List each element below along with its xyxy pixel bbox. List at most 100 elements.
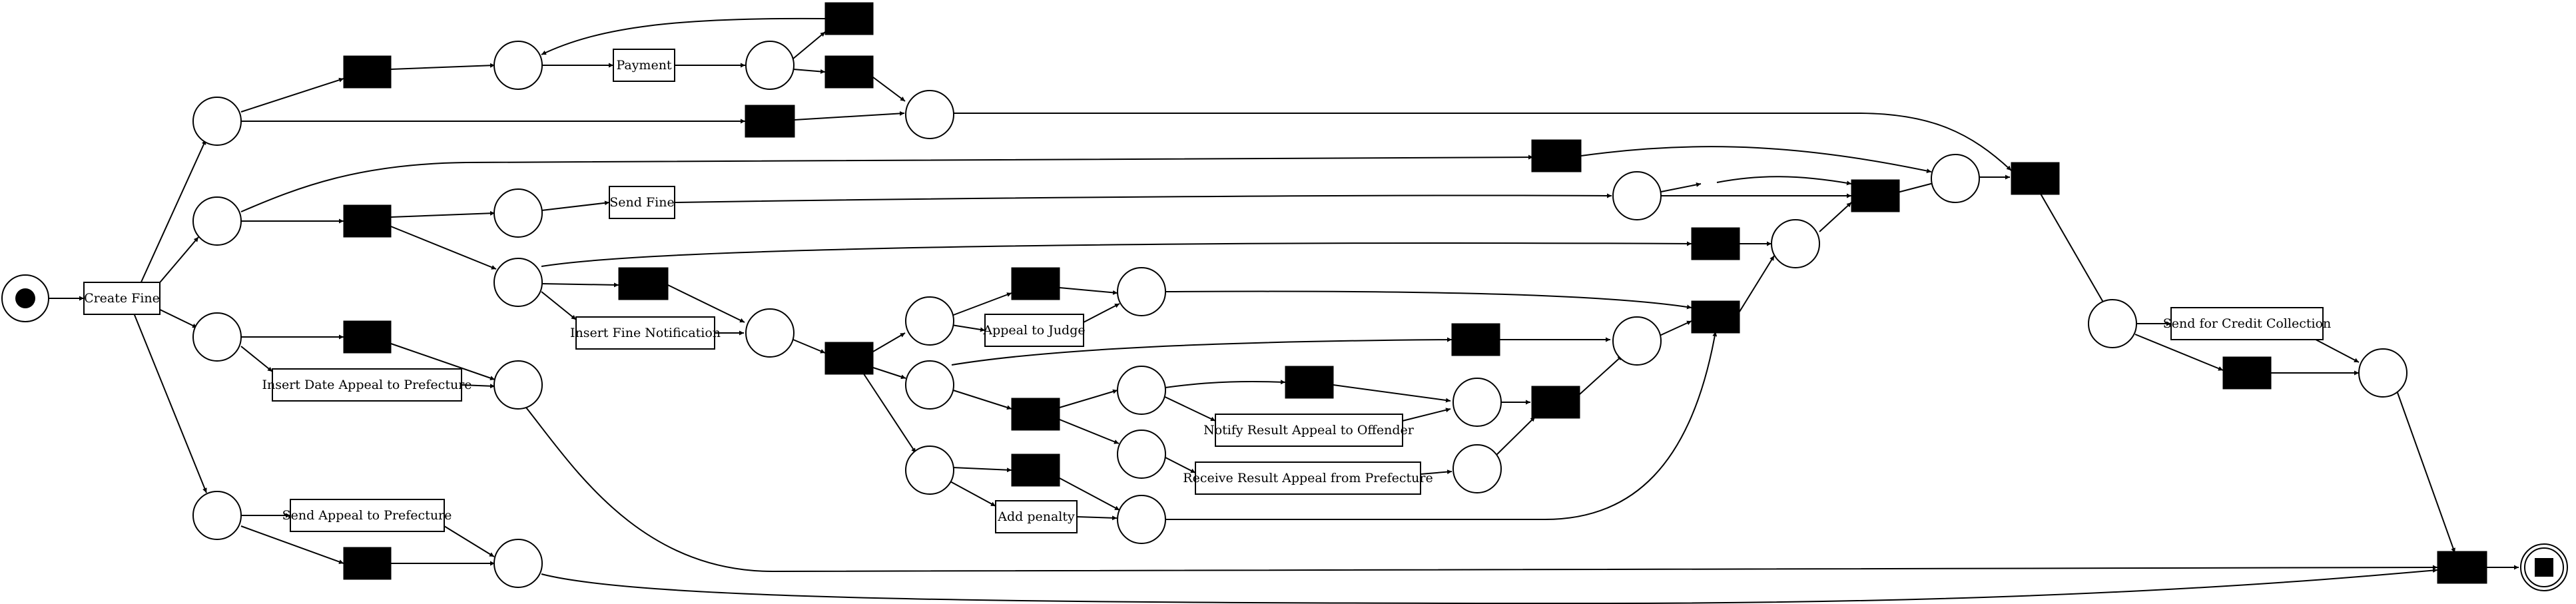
arc (951, 324, 986, 332)
arc (1739, 255, 1775, 312)
task-label: Notify Result Appeal to Offender (1203, 423, 1415, 438)
silent-transition (824, 342, 874, 375)
arc (952, 467, 1012, 473)
arc (390, 343, 495, 381)
arc (862, 372, 916, 453)
task-add-penalty[interactable]: Add penalty (995, 500, 1078, 533)
arc (1580, 146, 1932, 173)
nodes: Create Fine Payment Send Fine Insert Fin… (1, 2, 2568, 591)
task-label: Insert Fine Notification (570, 326, 721, 340)
arc (794, 111, 905, 121)
silent-transition (343, 547, 392, 580)
place (493, 188, 543, 238)
arc (1660, 182, 1702, 192)
silent-transition (1011, 267, 1060, 300)
arc (240, 525, 344, 564)
arc (1059, 419, 1120, 444)
place (493, 539, 543, 588)
arc (541, 291, 577, 320)
place (905, 90, 954, 139)
place (1117, 267, 1166, 316)
arc (872, 332, 906, 352)
arc (2037, 188, 2108, 310)
task-send-fine[interactable]: Send Fine (609, 186, 675, 219)
arc (2396, 388, 2455, 553)
place (1931, 154, 1980, 203)
task-insert-fine-notification[interactable]: Insert Fine Notification (570, 316, 721, 350)
place (905, 360, 954, 410)
arc (525, 407, 2438, 573)
arc (541, 282, 619, 288)
place (745, 308, 795, 358)
arc (1165, 380, 1286, 388)
task-label: Send Fine (609, 195, 674, 210)
arc (541, 200, 610, 211)
arc (139, 139, 206, 286)
arc (1083, 303, 1120, 323)
arc (872, 367, 906, 380)
place (192, 196, 242, 246)
arc (444, 525, 495, 557)
arc (541, 568, 2438, 604)
arc (793, 69, 826, 74)
task-create-fine[interactable]: Create Fine (83, 282, 161, 315)
place (493, 360, 543, 410)
place (1117, 366, 1166, 415)
arc (240, 346, 273, 372)
silent-transition (343, 320, 392, 354)
silent-transition (1851, 179, 1900, 212)
arc (1165, 331, 1718, 520)
task-receive-result-appeal-from-prefecture[interactable]: Receive Result Appeal from Prefecture (1183, 461, 1433, 495)
silent-transition (1691, 300, 1740, 334)
task-send-for-credit-collection[interactable]: Send for Credit Collection (2163, 307, 2331, 340)
arc (1059, 287, 1118, 295)
place (1452, 378, 1502, 427)
task-label: Payment (616, 58, 671, 73)
arc (1161, 395, 1216, 422)
task-appeal-to-judge[interactable]: Appeal to Judge (982, 314, 1086, 347)
place (2358, 348, 2408, 398)
arc (133, 311, 207, 493)
place (1771, 219, 1820, 268)
silent-transition (1691, 227, 1740, 260)
arc (1165, 290, 1692, 310)
place (1612, 316, 1662, 366)
task-label: Create Fine (84, 291, 160, 306)
task-notify-result-appeal-to-offender[interactable]: Notify Result Appeal to Offender (1203, 414, 1415, 447)
silent-transition (2011, 162, 2060, 195)
arc (1819, 202, 1852, 232)
arc (1163, 456, 1196, 473)
place (1612, 171, 1662, 220)
task-send-appeal-to-prefecture[interactable]: Send Appeal to Prefecture (282, 499, 452, 532)
filled-square-end-icon (2535, 558, 2553, 577)
task-label: Add penalty (997, 509, 1075, 524)
start-place (1, 274, 49, 322)
arc (667, 284, 745, 323)
task-insert-date-appeal-to-prefecture[interactable]: Insert Date Appeal to Prefecture (262, 368, 472, 402)
silent-transition (2222, 356, 2272, 390)
task-label: Receive Result Appeal from Prefecture (1183, 471, 1433, 485)
place (1117, 430, 1166, 479)
silent-transition (824, 55, 874, 89)
end-place (2520, 543, 2568, 591)
arc (2134, 334, 2224, 371)
arc (1579, 355, 1623, 395)
place (905, 446, 954, 495)
arc (793, 31, 826, 59)
task-label: Send Appeal to Prefecture (282, 508, 452, 523)
task-label: Send for Credit Collection (2163, 316, 2331, 331)
place (493, 41, 543, 90)
arc (1659, 320, 1692, 336)
place (493, 258, 543, 307)
filled-circle-start-icon (15, 288, 35, 308)
arc (951, 292, 1012, 316)
task-payment[interactable]: Payment (613, 49, 675, 82)
silent-transition (343, 55, 392, 89)
arc (240, 77, 344, 113)
place (192, 312, 242, 362)
silent-transition (824, 2, 874, 35)
place (192, 97, 242, 146)
silent-transition (745, 105, 795, 138)
arc (461, 384, 495, 389)
